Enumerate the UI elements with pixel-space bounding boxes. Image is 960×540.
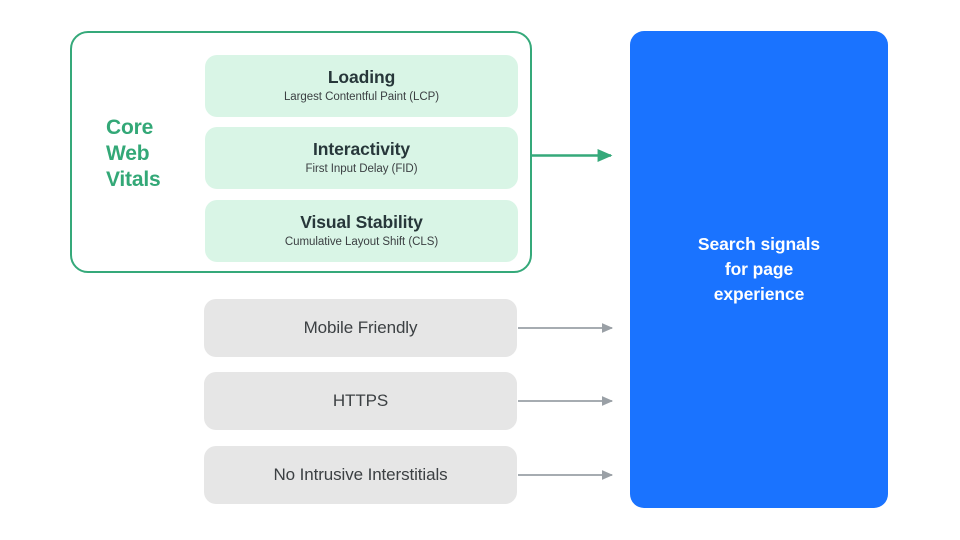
search-signals-destination-box: Search signals for page experience: [630, 31, 888, 508]
metric-title: Loading: [327, 67, 396, 87]
core-web-vitals-group: Core Web Vitals Loading Largest Contentf…: [70, 31, 532, 273]
core-web-vitals-group-label: Core Web Vitals: [106, 116, 161, 191]
metric-subtitle: Cumulative Layout Shift (CLS): [284, 236, 439, 248]
signal-card-https: HTTPS: [204, 372, 517, 430]
metric-card-interactivity: Interactivity First Input Delay (FID): [205, 127, 518, 189]
signal-label: HTTPS: [332, 391, 389, 410]
metric-title: Visual Stability: [300, 212, 423, 232]
metric-subtitle: Largest Contentful Paint (LCP): [283, 91, 440, 103]
metric-title: Interactivity: [313, 139, 410, 159]
signal-card-mobile-friendly: Mobile Friendly: [204, 299, 517, 357]
signal-label: Mobile Friendly: [303, 318, 418, 337]
metric-subtitle: First Input Delay (FID): [305, 163, 418, 175]
metric-card-loading: Loading Largest Contentful Paint (LCP): [205, 55, 518, 117]
search-signals-destination-label: Search signals for page experience: [697, 234, 821, 304]
signal-label: No Intrusive Interstitials: [273, 465, 448, 484]
signal-card-no-intrusive-interstitials: No Intrusive Interstitials: [204, 446, 517, 504]
metric-card-visual-stability: Visual Stability Cumulative Layout Shift…: [205, 200, 518, 262]
